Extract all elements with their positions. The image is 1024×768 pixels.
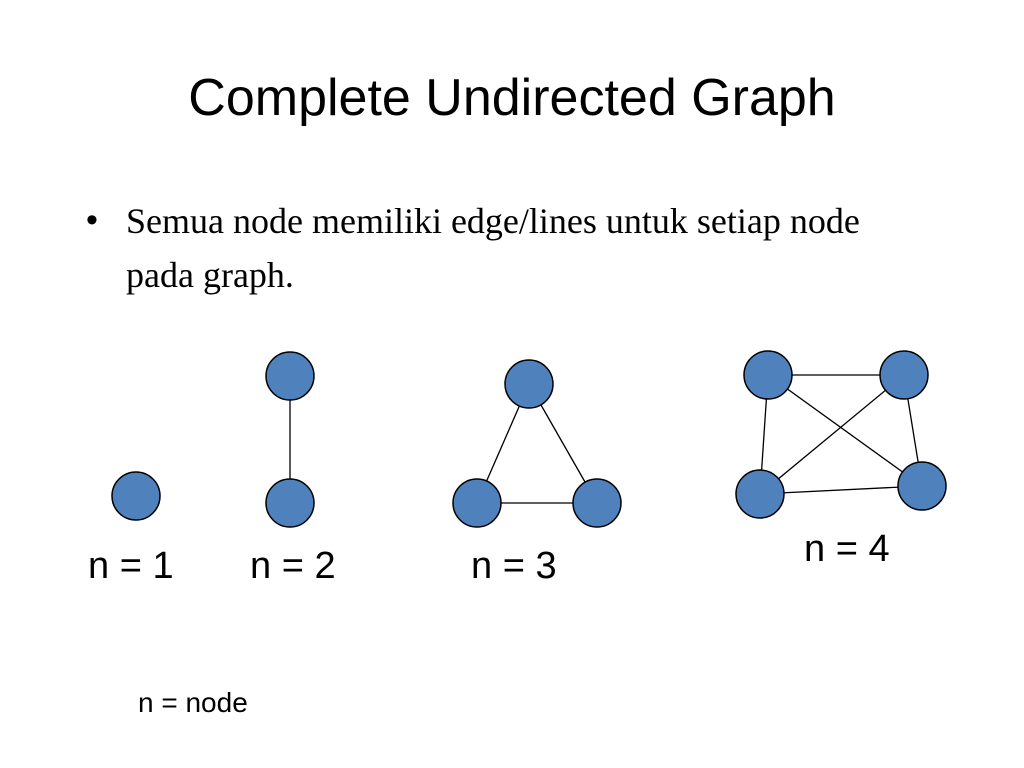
graph-node bbox=[879, 350, 929, 400]
graph-edge bbox=[759, 374, 905, 495]
graph-n2: n = 2 bbox=[250, 351, 336, 587]
graph-node bbox=[743, 350, 793, 400]
graph-label-n3: n = 3 bbox=[471, 545, 557, 587]
legend-note: n = node bbox=[138, 687, 248, 718]
bullet-dot: • bbox=[86, 201, 98, 239]
graph-edge bbox=[759, 485, 923, 495]
graph-node bbox=[572, 478, 622, 528]
slide-title: Complete Undirected Graph bbox=[188, 69, 836, 127]
graph-node bbox=[265, 478, 315, 528]
graph-label-n4: n = 4 bbox=[804, 528, 890, 570]
bullet-text: Semua node memiliki edge/lines untuk set… bbox=[126, 201, 860, 295]
graph-node bbox=[897, 461, 947, 511]
graph-edge bbox=[767, 374, 923, 487]
graph-node bbox=[735, 469, 785, 519]
graph-label-n1: n = 1 bbox=[88, 545, 174, 587]
graph-n1: n = 1 bbox=[88, 471, 174, 587]
graph-node bbox=[504, 359, 554, 409]
graph-node bbox=[265, 351, 315, 401]
graph-n3: n = 3 bbox=[452, 359, 622, 587]
graph-node bbox=[452, 478, 502, 528]
graph-node bbox=[111, 471, 161, 521]
graph-label-n2: n = 2 bbox=[250, 545, 336, 587]
graph-n4: n = 4 bbox=[735, 350, 947, 570]
